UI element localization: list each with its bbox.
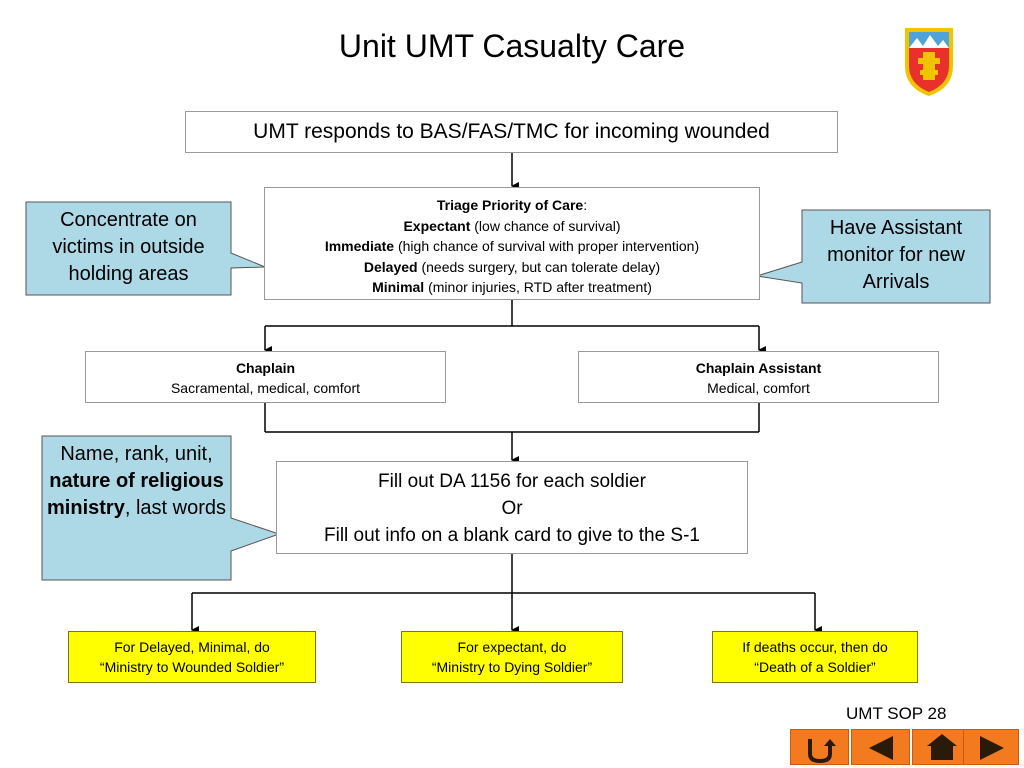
da1156-line-1: Fill out DA 1156 for each soldier <box>378 471 646 492</box>
unit-insignia-icon <box>905 28 953 96</box>
incoming-wounded-box: UMT responds to BAS/FAS/TMC for incoming… <box>185 111 838 153</box>
previous-slide-button[interactable] <box>851 729 910 765</box>
triage-item-expectant: Expectant (low chance of survival) <box>403 217 621 234</box>
outcome-death-box: If deaths occur, then do “Death of a Sol… <box>712 631 918 683</box>
outcome-dying-line-2: “Ministry to Dying Soldier” <box>431 659 593 675</box>
callout-left-top-shape <box>25 201 266 296</box>
triage-item-minimal: Minimal (minor injuries, RTD after treat… <box>372 279 652 295</box>
chaplain-assistant-title: Chaplain Assistant <box>695 360 822 376</box>
da1156-line-2: Or <box>501 498 523 519</box>
callout-left-bottom-shape <box>41 435 281 581</box>
chaplain-assistant-desc: Medical, comfort <box>707 380 810 396</box>
chaplain-desc: Sacramental, medical, comfort <box>170 380 361 396</box>
outcome-death-line-2: “Death of a Soldier” <box>754 659 876 675</box>
da1156-line-3: Fill out info on a blank card to give to… <box>324 525 700 546</box>
outcome-wounded-line-1: For Delayed, Minimal, do <box>114 639 270 655</box>
incoming-wounded-text: UMT responds to BAS/FAS/TMC for incoming… <box>253 120 770 143</box>
next-slide-button[interactable] <box>963 729 1019 765</box>
outcome-dying-line-1: For expectant, do <box>457 639 567 655</box>
outcome-wounded-line-2: “Ministry to Wounded Soldier” <box>99 659 285 675</box>
home-icon <box>927 734 957 760</box>
slide-title: Unit UMT Casualty Care <box>338 28 686 64</box>
slide-footer-label: UMT SOP 28 <box>846 704 947 723</box>
callout-right-top-text: Have Assistant monitor for new Arrivals <box>827 217 965 293</box>
outcome-dying-box: For expectant, do “Ministry to Dying Sol… <box>401 631 623 683</box>
triage-item-delayed: Delayed (needs surgery, but can tolerate… <box>363 258 661 275</box>
next-arrow-icon <box>980 736 1004 760</box>
home-button[interactable] <box>912 729 971 765</box>
da1156-box: Fill out DA 1156 for each soldier Or Fil… <box>276 461 748 554</box>
outcome-death-line-1: If deaths occur, then do <box>742 639 888 655</box>
chaplain-title: Chaplain <box>235 360 296 376</box>
triage-heading: Triage Priority of Care <box>436 197 584 213</box>
callout-left-top-text: Concentrate on victims in outside holdin… <box>52 209 205 285</box>
return-button[interactable] <box>790 729 849 765</box>
triage-item-immediate: Immediate (high chance of survival with … <box>324 238 700 254</box>
callout-left-bottom-text: Name, rank, unit, nature of religious mi… <box>47 443 226 519</box>
outcome-wounded-box: For Delayed, Minimal, do “Ministry to Wo… <box>68 631 316 683</box>
chaplain-box: Chaplain Sacramental, medical, comfort <box>85 351 446 403</box>
triage-box: Triage Priority of Care: Expectant (low … <box>264 187 760 300</box>
previous-arrow-icon <box>869 736 893 760</box>
return-icon <box>808 739 836 763</box>
chaplain-assistant-box: Chaplain Assistant Medical, comfort <box>578 351 939 403</box>
triage-heading-colon: : <box>583 197 588 213</box>
callout-right-top-shape <box>756 209 991 304</box>
